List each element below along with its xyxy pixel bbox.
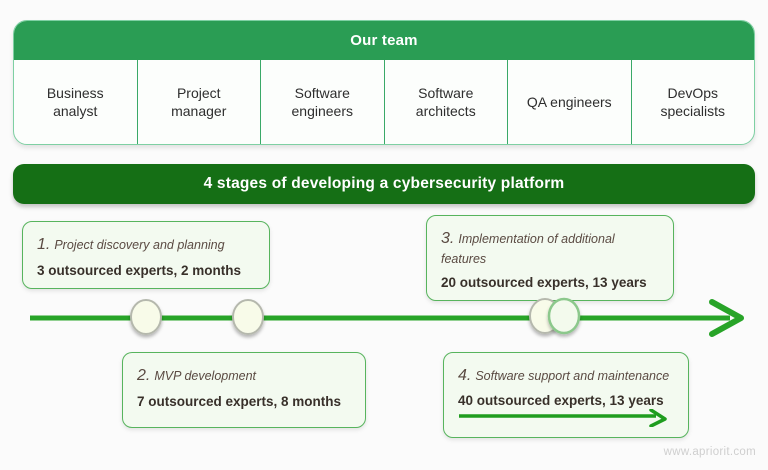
stage-box-3: 3.Implementation of additional features … xyxy=(426,215,674,302)
team-roles-row: Business analyst Project manager Softwar… xyxy=(14,60,754,144)
team-header-label: Our team xyxy=(350,32,418,49)
stage-3-number: 3. xyxy=(441,230,455,247)
timeline-arrowhead-icon xyxy=(709,299,744,337)
growth-arrow-icon xyxy=(459,409,667,428)
stage-2-title-line: 2.MVP development xyxy=(137,364,351,387)
team-header: Our team xyxy=(14,21,754,60)
team-role-business-analyst: Business analyst xyxy=(46,84,104,119)
stage-4-number: 4. xyxy=(458,367,472,384)
team-role-qa-engineers: QA engineers xyxy=(507,60,631,144)
stage-box-1: 1.Project discovery and planning 3 outso… xyxy=(22,221,270,290)
stages-banner-label: 4 stages of developing a cybersecurity p… xyxy=(203,175,565,192)
team-block: Our team Business analyst Project manage… xyxy=(13,20,755,145)
stage-2-title: MVP development xyxy=(154,369,257,383)
team-role-devops-specialists: DevOps specialists xyxy=(630,60,755,144)
stage-3-detail: 20 outsourced experts, 13 years xyxy=(441,275,647,291)
stage-1-detail: 3 outsourced experts, 2 months xyxy=(37,263,242,279)
watermark: www.apriorit.com xyxy=(663,446,756,458)
stage-4-title-line: 4.Software support and maintenance xyxy=(458,364,674,387)
stage-2-detail: 7 outsourced experts, 8 months xyxy=(137,394,342,410)
stage-1-title: Project discovery and planning xyxy=(54,238,225,252)
timeline xyxy=(30,297,744,337)
stages-banner: 4 stages of developing a cybersecurity p… xyxy=(13,164,755,204)
milestone-marker-1 xyxy=(130,299,162,335)
stage-box-2: 2.MVP development 7 outsourced experts, … xyxy=(122,352,366,428)
milestone-marker-2 xyxy=(232,299,264,335)
team-role-software-architects: Software architects xyxy=(383,60,508,144)
stage-1-title-line: 1.Project discovery and planning xyxy=(37,233,255,256)
team-role-software-engineers: Software engineers xyxy=(260,60,384,144)
stage-3-title-line: 3.Implementation of additional features xyxy=(441,227,659,268)
stage-1-number: 1. xyxy=(37,236,51,253)
team-role-project-manager: Project manager xyxy=(136,60,261,144)
stage-3-title: Implementation of additional features xyxy=(441,232,615,267)
stage-4-title: Software support and maintenance xyxy=(475,369,670,383)
stage-2-number: 2. xyxy=(137,367,151,384)
stage-4-detail: 40 outsourced experts, 13 years xyxy=(458,393,664,409)
milestone-marker-4 xyxy=(547,297,581,335)
stage-box-4: 4.Software support and maintenance 40 ou… xyxy=(443,352,689,439)
